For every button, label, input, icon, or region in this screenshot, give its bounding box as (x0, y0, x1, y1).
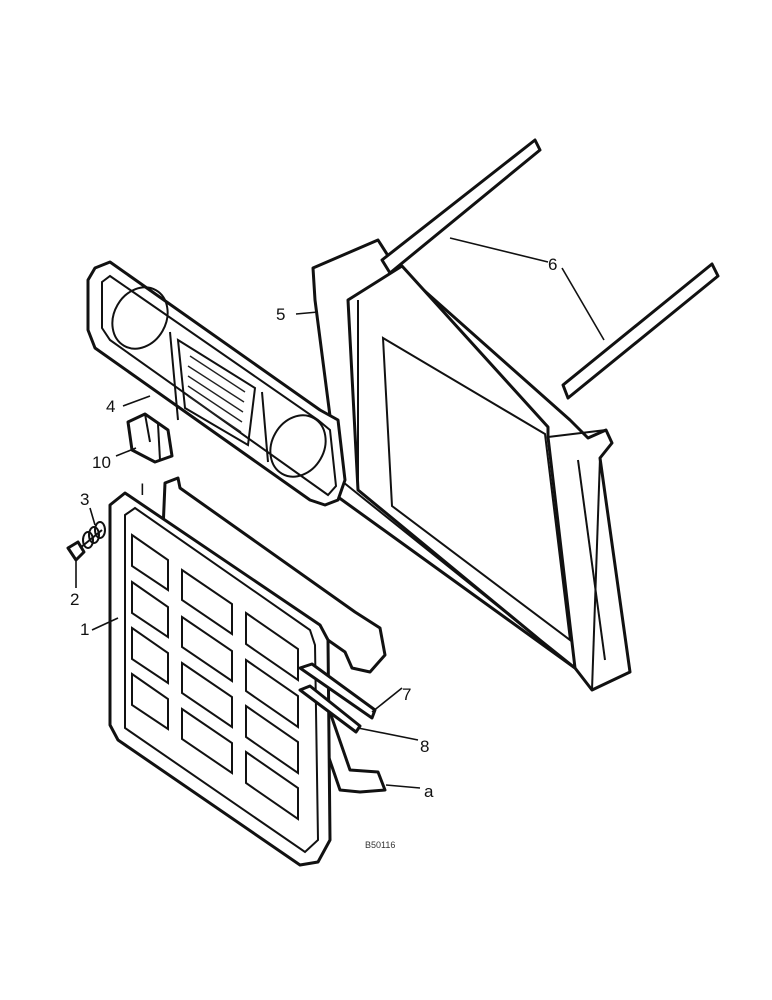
callout-11: I (140, 480, 145, 499)
bolt-and-spring (66, 521, 106, 562)
callout-6: 6 (548, 255, 557, 274)
callout-9: a (424, 782, 434, 801)
callout-5: 5 (276, 305, 285, 324)
mounting-straps (380, 138, 720, 400)
headlamp-bezel (86, 260, 347, 507)
seal-strips (298, 662, 377, 734)
front-grille (108, 491, 332, 867)
callout-1: 1 (80, 620, 89, 639)
callout-8: 8 (420, 737, 429, 756)
shroud-frame (311, 238, 632, 692)
callout-7: 7 (402, 685, 411, 704)
clip (126, 412, 174, 464)
callout-3: 3 (80, 490, 89, 509)
callout-4: 4 (106, 397, 115, 416)
drawing-code: B50116 (365, 840, 395, 850)
callout-10: 10 (92, 453, 111, 472)
spring (82, 521, 106, 549)
leader-lines (75, 237, 605, 789)
callout-2: 2 (70, 590, 79, 609)
